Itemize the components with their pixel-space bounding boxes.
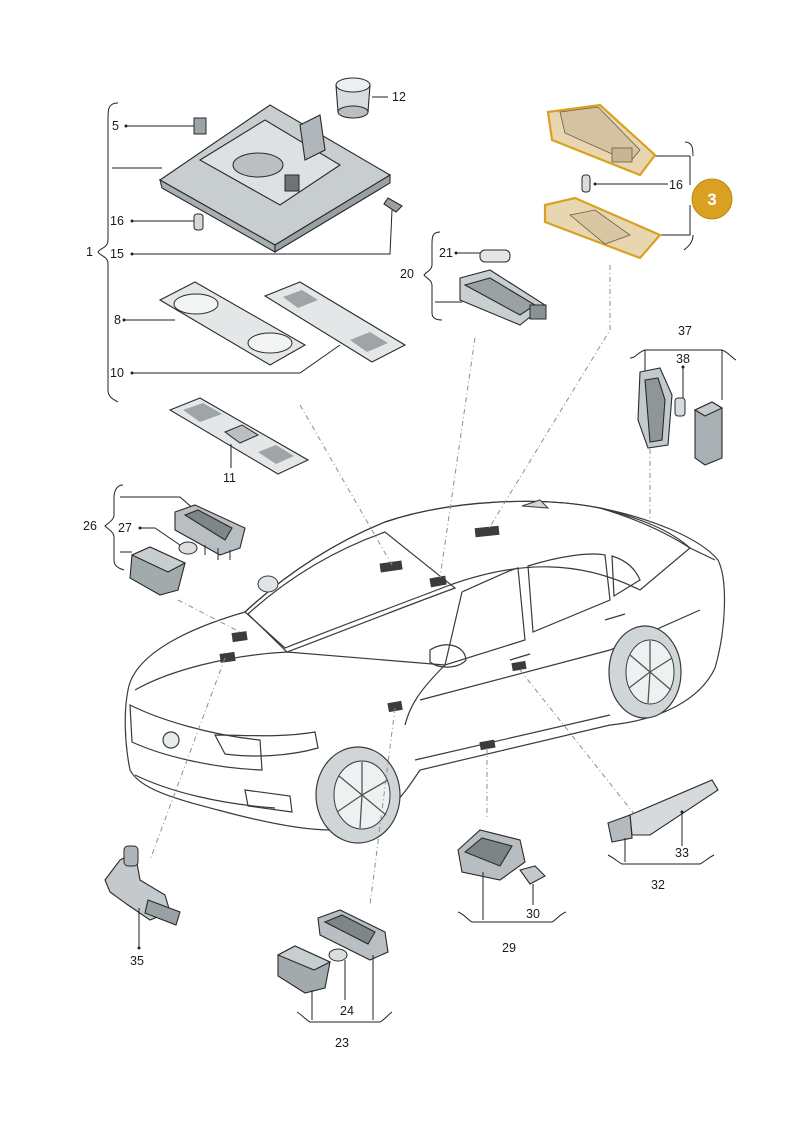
callout-8: 8 <box>114 313 121 327</box>
callout-27: 27 <box>118 521 132 535</box>
callout-26: 26 <box>83 519 97 533</box>
callout-20: 20 <box>400 267 414 281</box>
callout-24: 24 <box>340 1004 354 1018</box>
bulb-socket-part-12 <box>335 77 371 119</box>
assembly-1-roof-console <box>97 77 407 403</box>
callout-15: 15 <box>110 247 124 261</box>
lamp-housing-icon <box>174 504 246 560</box>
lamp-housing-icon <box>457 829 526 881</box>
assembly-26-lamp <box>104 484 246 596</box>
switch-part-35 <box>104 845 181 950</box>
control-unit-icon <box>276 945 332 994</box>
callout-37: 37 <box>678 324 692 338</box>
assembly-29-lamp <box>457 829 567 923</box>
callout-30: 30 <box>526 907 540 921</box>
lamp-housing-icon <box>158 104 392 253</box>
switch-icon <box>104 845 181 926</box>
badge-label: 3 <box>707 190 716 209</box>
lamp-housing-icon <box>317 909 389 961</box>
assembly-32-lamp <box>607 779 719 865</box>
lens-part-8 <box>158 281 307 366</box>
callout-16-left: 16 <box>110 214 124 228</box>
callout-29: 29 <box>502 941 516 955</box>
callout-5: 5 <box>112 119 119 133</box>
part-3-highlighted: 3 <box>543 103 733 260</box>
lamp-housing-icon <box>459 269 547 326</box>
callout-10: 10 <box>110 366 124 380</box>
assembly-20-lamp <box>423 231 547 326</box>
car-illustration <box>124 499 726 844</box>
callout-12: 12 <box>392 90 406 104</box>
control-unit-icon <box>693 401 724 466</box>
assembly-23-lamp <box>276 909 393 1023</box>
lamp-housing-icon <box>637 367 673 449</box>
callout-23: 23 <box>335 1036 349 1050</box>
lens-part-11 <box>168 397 310 475</box>
location-connector-lines <box>149 265 651 906</box>
callout-33: 33 <box>675 846 689 860</box>
lens-part-10 <box>263 281 407 363</box>
callout-11: 11 <box>223 471 236 485</box>
highlight-badge-3: 3 <box>691 178 733 220</box>
callout-38: 38 <box>676 352 690 366</box>
control-unit-icon <box>129 546 187 596</box>
callout-1: 1 <box>86 245 93 259</box>
bulb-icon <box>193 213 204 231</box>
callout-labels: 1 5 12 16 15 8 10 11 16 20 21 37 38 26 2… <box>83 90 692 1050</box>
callout-35: 35 <box>130 954 144 968</box>
callout-32: 32 <box>651 878 665 892</box>
callout-16-right: 16 <box>669 178 683 192</box>
callout-21: 21 <box>439 246 453 260</box>
assembly-37-control <box>629 349 737 466</box>
